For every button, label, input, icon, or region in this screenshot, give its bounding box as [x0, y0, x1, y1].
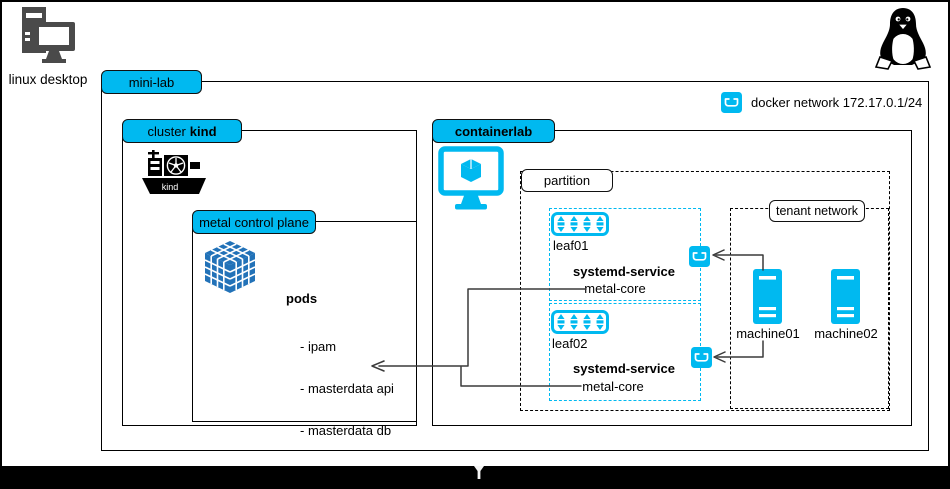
switch-icon — [551, 310, 609, 334]
pods-cube-icon — [203, 239, 257, 295]
pod-item: - ipam — [300, 339, 337, 354]
machine01-icon — [753, 269, 782, 324]
mini-lab-box — [101, 81, 929, 451]
leaf02-service-heading: systemd-service — [573, 361, 675, 376]
tenant-network-tab: tenant network — [769, 200, 865, 222]
containerlab-label: containerlab — [454, 123, 533, 139]
mini-lab-label: mini-lab — [128, 74, 175, 90]
containerlab-tab: containerlab — [432, 119, 555, 143]
docker-bridge-icon — [721, 92, 742, 113]
leaf01-name: leaf01 — [553, 238, 589, 253]
cursor-icon — [470, 463, 488, 481]
pod-item-metal-api: - metal api — [300, 465, 365, 480]
partition-label: partition — [543, 173, 591, 188]
tenant-network-label: tenant network — [776, 204, 858, 218]
leaf01-service-heading: systemd-service — [573, 264, 675, 279]
machine02-label: machine02 — [814, 326, 878, 341]
metal-control-plane-tab: metal control plane — [192, 210, 316, 234]
containerlab-box — [432, 130, 912, 426]
pod-item: - masterdata api — [300, 381, 394, 396]
pods-heading: pods — [286, 291, 318, 306]
cluster-kind-tab: cluster kind — [122, 119, 242, 143]
pods-list: - ipam - masterdata api - masterdata db … — [300, 312, 394, 489]
mini-lab-tab: mini-lab — [101, 70, 202, 94]
tux-icon — [872, 5, 934, 73]
docker-bridge-icon — [689, 246, 710, 267]
svg-text:kind: kind — [162, 182, 179, 192]
cluster-label: cluster — [147, 123, 186, 139]
docker-network-label: docker network 172.17.0.1/24 — [751, 95, 923, 110]
pod-item: - masterdata db — [300, 423, 392, 438]
linux-desktop-label: linux desktop — [8, 72, 88, 87]
leaf02-service-name: metal-core — [582, 379, 644, 394]
switch-icon — [551, 212, 609, 236]
cluster-label-bold: kind — [189, 123, 217, 139]
metal-control-plane-label: metal control plane — [199, 214, 309, 230]
leaf01-service-name: metal-core — [584, 281, 646, 296]
kind-ship-icon: kind — [140, 146, 208, 198]
linux-desktop-icon — [14, 6, 78, 66]
machine01-label: machine01 — [736, 326, 800, 341]
docker-bridge-icon — [691, 347, 712, 368]
leaf02-name: leaf02 — [552, 336, 588, 351]
machine02-icon — [831, 269, 860, 324]
containerlab-monitor-icon — [438, 146, 504, 214]
partition-tab: partition — [521, 169, 613, 192]
